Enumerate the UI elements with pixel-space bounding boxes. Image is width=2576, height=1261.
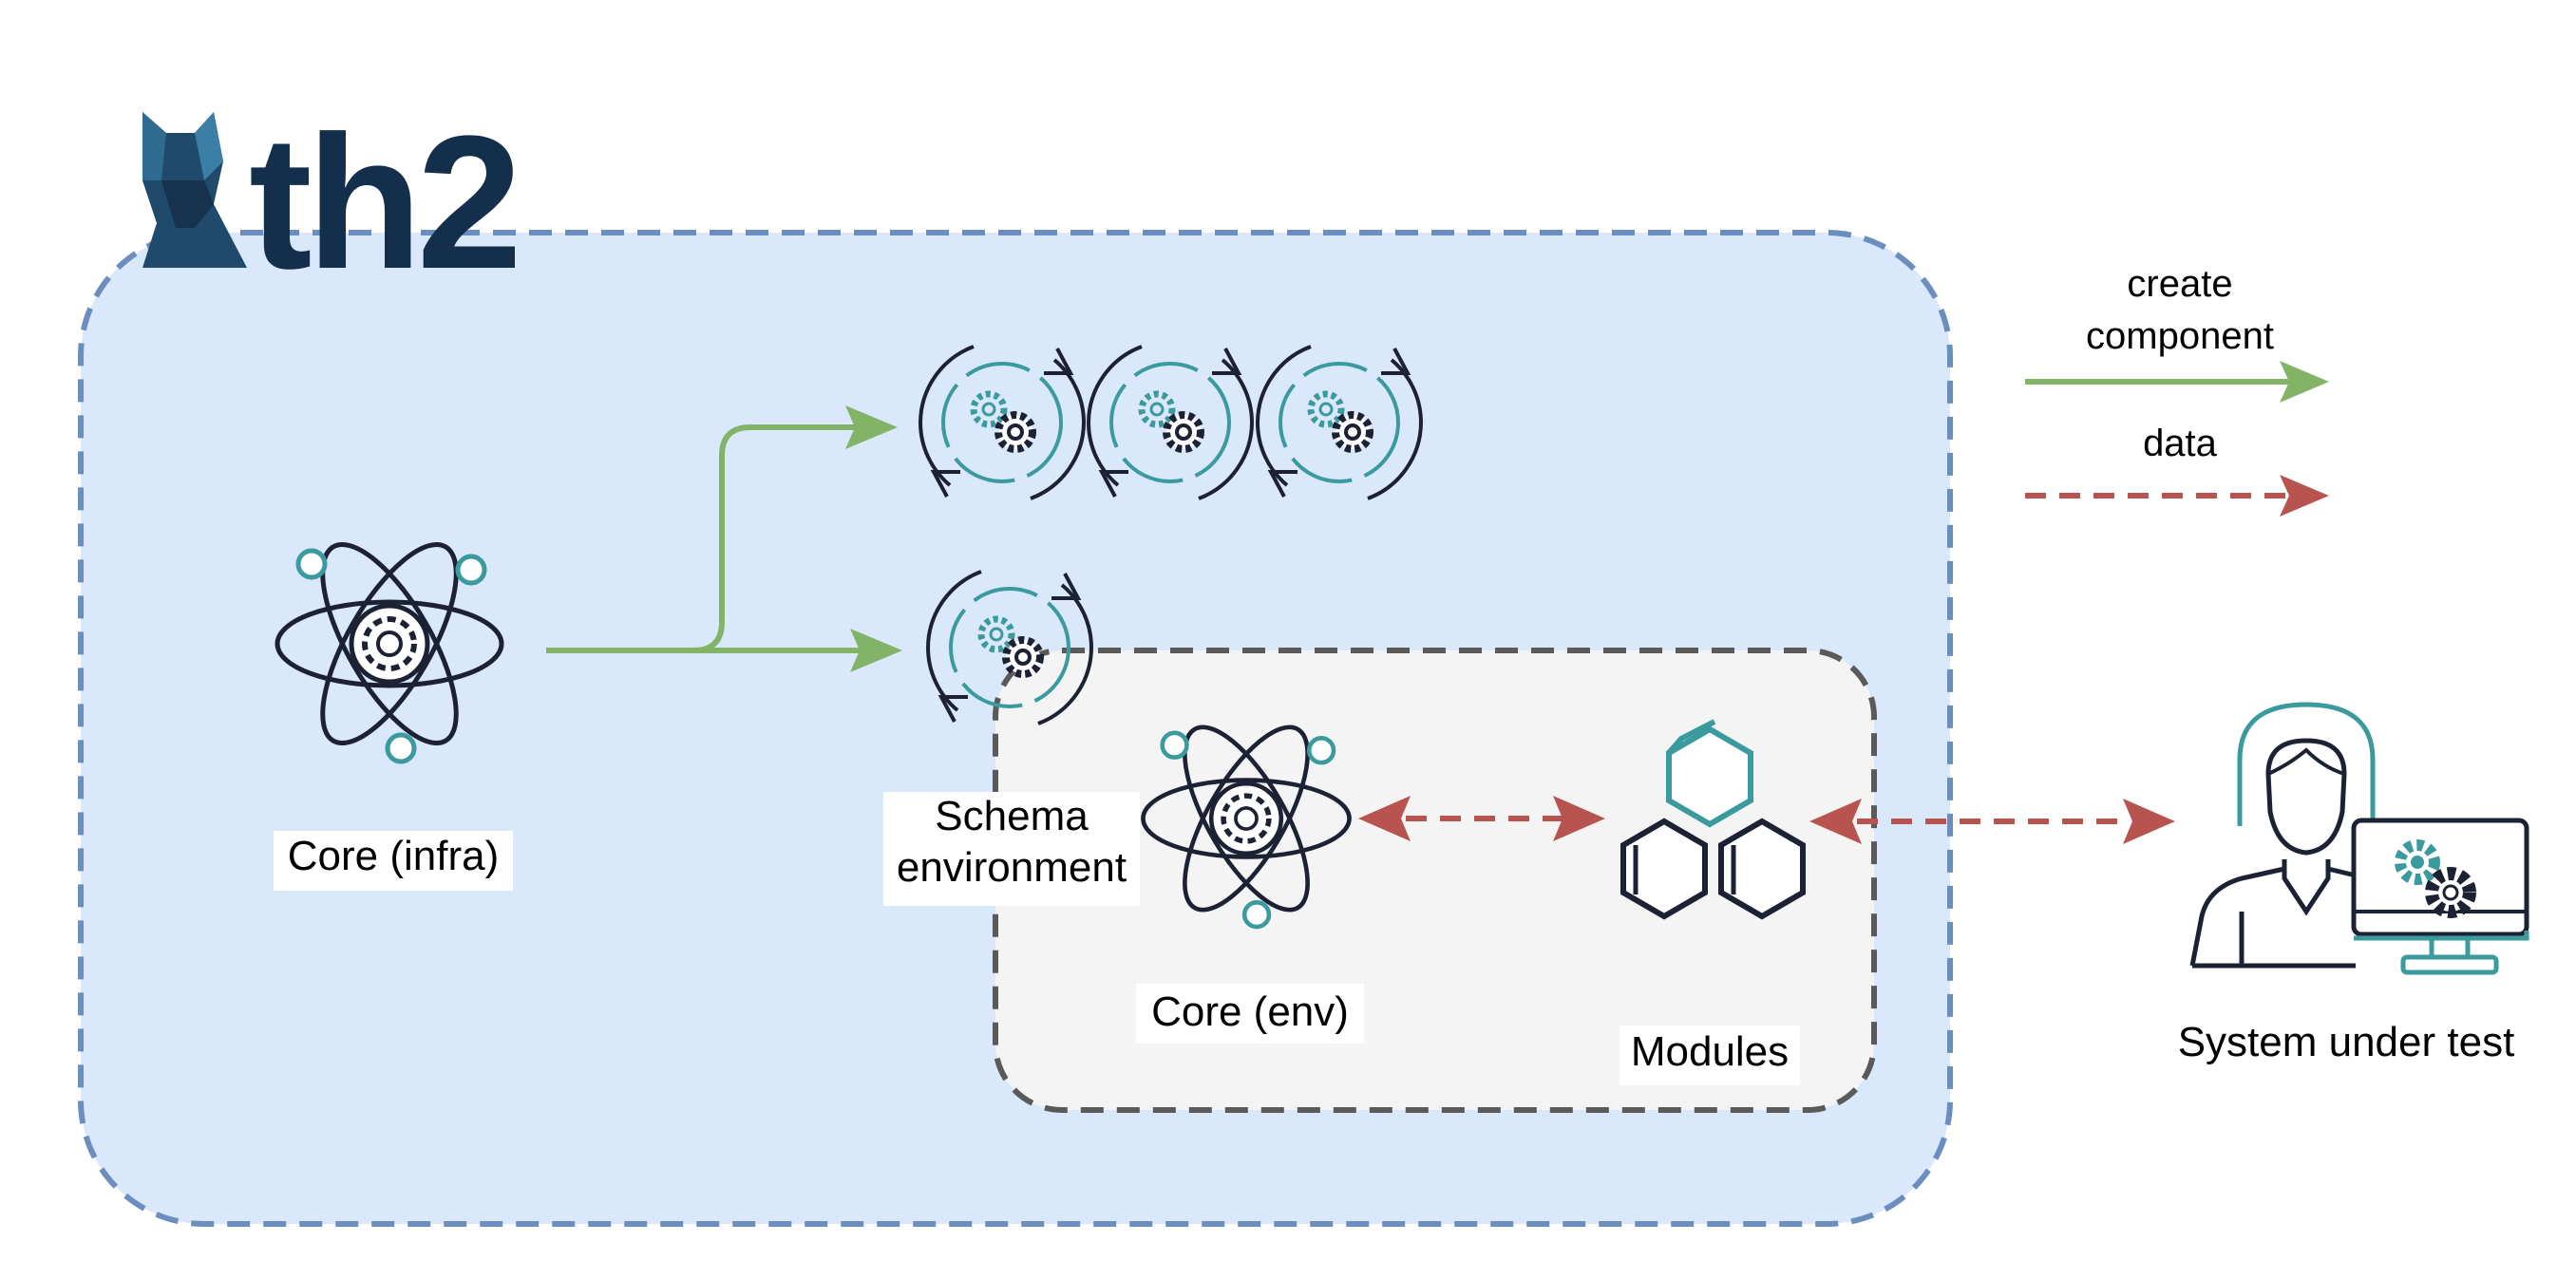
create-arrow-to-schema — [546, 629, 902, 672]
core-infra-label-bg — [274, 831, 513, 891]
core-env-label: Core (env) — [1151, 988, 1349, 1035]
core-infra-label: Core (infra) — [288, 833, 500, 879]
data-arrow-modules-sut — [1809, 799, 2175, 844]
schema-environment-label-bg — [883, 792, 1140, 906]
legend-create-label-line1: create — [2127, 263, 2232, 305]
schema-environment-label-line2: environment — [897, 844, 1127, 891]
legend-create-label-line2: component — [2086, 315, 2274, 357]
th2-logo: th2 — [142, 97, 522, 309]
user-monitor-icon — [2189, 702, 2529, 975]
logo-text: th2 — [249, 97, 517, 309]
legend: create component data — [2025, 263, 2329, 517]
modules-hexagon-icon — [1623, 719, 1803, 916]
core-env-label-bg — [1136, 984, 1364, 1044]
modules-label: Modules — [1631, 1028, 1789, 1075]
modules-label-bg — [1619, 1026, 1800, 1085]
sut-label: System under test — [2178, 1019, 2515, 1065]
data-arrow-core-modules — [1358, 796, 1605, 841]
schema-environment-label-line1: Schema — [935, 793, 1089, 839]
legend-data-label: data — [2143, 423, 2218, 464]
